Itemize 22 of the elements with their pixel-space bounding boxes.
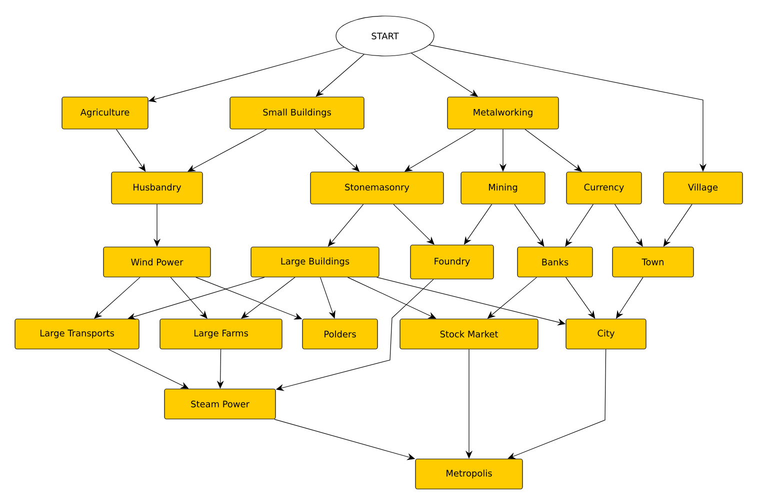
process-box: Stonemasonry <box>310 172 444 204</box>
process-box: Large Transports <box>14 318 140 350</box>
process-box: Metropolis <box>415 458 523 490</box>
process-box: Banks <box>517 246 593 278</box>
process-box: Agriculture <box>62 96 148 130</box>
process-box: Large Buildings <box>250 246 380 278</box>
process-box: Currency <box>566 172 642 204</box>
arrow <box>128 277 265 320</box>
process-box: Metalworking <box>447 96 559 130</box>
arrow <box>508 349 606 459</box>
process-box: Polders <box>302 318 378 350</box>
process-box: Village <box>663 172 743 204</box>
process-box: Steam Power <box>164 388 276 420</box>
process-box: Small Buildings <box>230 96 364 130</box>
process-box: Stock Market <box>400 318 538 350</box>
process-box: Foundry <box>410 244 494 280</box>
process-box: City <box>566 318 646 350</box>
process-box: Husbandry <box>111 172 203 204</box>
process-box: Large Farms <box>160 318 282 350</box>
process-box: Town <box>612 246 694 278</box>
process-box: Wind Power <box>103 246 211 278</box>
process-box: Mining <box>460 172 546 204</box>
